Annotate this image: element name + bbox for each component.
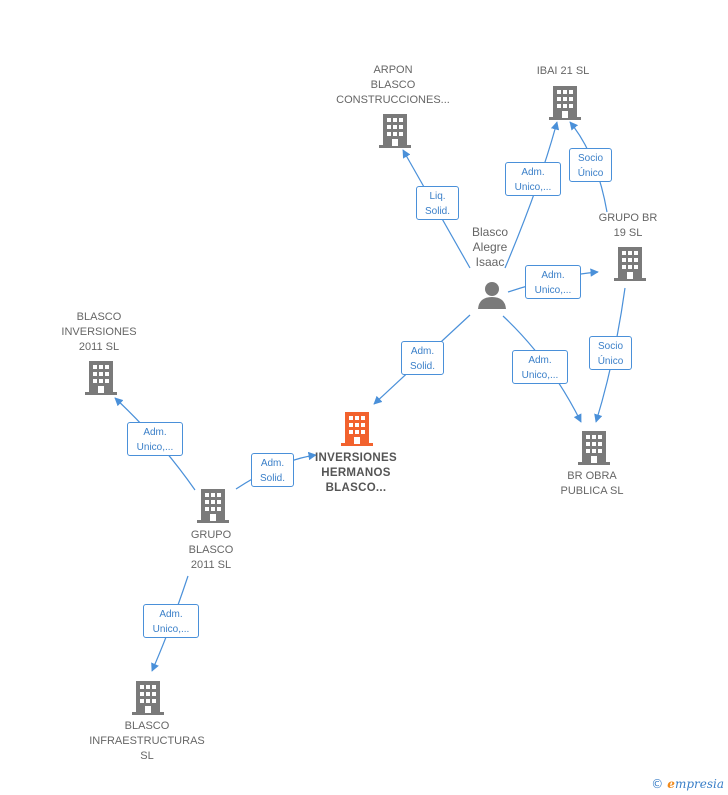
edge-label-grupobr-ibai[interactable]: Socio Único <box>569 148 612 182</box>
footer-brand: ©empresia <box>651 777 724 791</box>
brand-logo-text: mpresia <box>674 777 724 791</box>
node-blasco-infra-label: BLASCO INFRAESTRUCTURAS SL <box>89 720 205 762</box>
edge-label-grupobr-brobra[interactable]: Socio Único <box>589 336 632 370</box>
building-icon <box>197 489 229 523</box>
building-icon <box>578 431 610 465</box>
node-grupo-blasco-label: GRUPO BLASCO 2011 SL <box>188 529 234 571</box>
edge-label-grupoblasco-blascoinv[interactable]: Adm. Unico,... <box>127 422 183 456</box>
brand-logo-e: e <box>667 777 675 791</box>
edge-label-isaac-ibai[interactable]: Adm. Unico,... <box>505 162 561 196</box>
node-inversiones-hermanos-label: INVERSIONES HERMANOS BLASCO... <box>315 452 397 494</box>
edge-label-isaac-inversiones[interactable]: Adm. Solid. <box>401 341 444 375</box>
copyright-symbol: © <box>651 777 664 791</box>
building-icon <box>614 247 646 281</box>
person-icon <box>478 282 506 309</box>
building-icon <box>341 412 373 446</box>
building-icon <box>132 681 164 715</box>
node-ibai-label: IBAI 21 SL <box>536 65 590 77</box>
node-blasco-inversiones-label: BLASCO INVERSIONES 2011 SL <box>61 311 137 353</box>
node-br-obra-label: BR OBRA PUBLICA SL <box>560 470 624 497</box>
building-icon <box>549 86 581 120</box>
edge-label-grupoblasco-inversiones[interactable]: Adm. Solid. <box>251 453 294 487</box>
node-blasco-isaac-label: Blasco Alegre Isaac <box>471 225 509 269</box>
node-grupo-br-label: GRUPO BR 19 SL <box>598 212 658 239</box>
node-arpon-label: ARPON BLASCO CONSTRUCCIONES... <box>336 64 450 106</box>
edge-label-isaac-brobra[interactable]: Adm. Unico,... <box>512 350 568 384</box>
edge-label-grupoblasco-infra[interactable]: Adm. Unico,... <box>143 604 199 638</box>
building-icon <box>379 114 411 148</box>
building-icon <box>85 361 117 395</box>
edge-label-isaac-grupobr[interactable]: Adm. Unico,... <box>525 265 581 299</box>
edge-label-isaac-arpon[interactable]: Liq. Solid. <box>416 186 459 220</box>
